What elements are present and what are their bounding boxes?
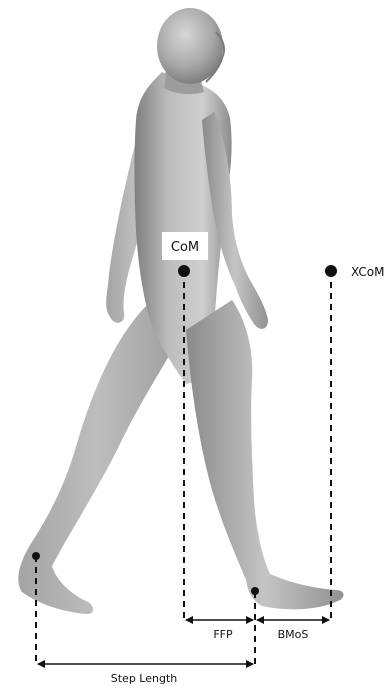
front-leg (186, 300, 343, 609)
ffp-label: FFP (213, 628, 233, 641)
front-heel-point (251, 587, 259, 595)
back-leg (18, 300, 176, 614)
walking-figure (18, 8, 343, 614)
back-heel-point (32, 552, 40, 560)
bmos-label: BMoS (278, 628, 309, 641)
xcom-point (325, 265, 337, 277)
com-label: CoM (171, 240, 199, 255)
step-length-label: Step Length (111, 672, 178, 685)
xcom-label: XCoM (351, 265, 384, 279)
com-point (178, 265, 190, 277)
